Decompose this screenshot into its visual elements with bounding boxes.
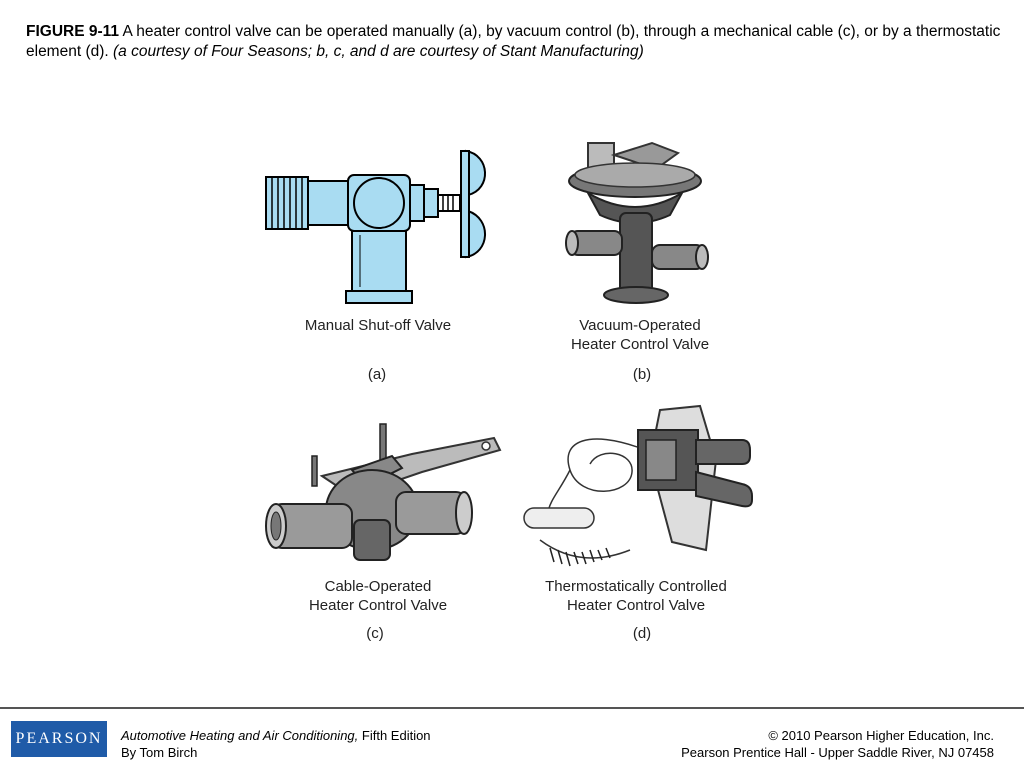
caption-credit: (a courtesy of Four Seasons; b, c, and d… xyxy=(113,43,644,60)
panel-a-letter: (a) xyxy=(367,366,387,383)
figure-caption: FIGURE 9-11 A heater control valve can b… xyxy=(26,22,1001,62)
panel-d-label-line1: Thermostatically Controlled xyxy=(545,578,727,595)
panel-c-image xyxy=(262,420,504,568)
figure-number: FIGURE 9-11 xyxy=(26,23,120,40)
panel-c-letter: (c) xyxy=(366,625,384,642)
copyright-notice: © 2010 Pearson Higher Education, Inc. xyxy=(768,728,994,743)
publisher-address: Pearson Prentice Hall - Upper Saddle Riv… xyxy=(681,745,994,760)
panel-d-image xyxy=(520,400,760,570)
pearson-logo: PEARSON xyxy=(11,721,107,757)
panel-d-label: Thermostatically Controlled Heater Contr… xyxy=(506,577,766,615)
panel-d-letter: (d) xyxy=(632,625,652,642)
book-title: Automotive Heating and Air Conditioning, xyxy=(121,728,359,743)
manual-shutoff-valve-illustration xyxy=(265,149,486,304)
cable-valve-illustration xyxy=(265,423,502,561)
footer: PEARSON Automotive Heating and Air Condi… xyxy=(0,709,1024,768)
panel-b-image xyxy=(560,135,710,305)
book-info: Automotive Heating and Air Conditioning,… xyxy=(121,727,431,761)
panel-b-label-line2: Heater Control Valve xyxy=(570,336,710,353)
thermostatic-valve-illustration xyxy=(523,404,753,567)
panel-c-label-line2: Heater Control Valve xyxy=(308,597,448,614)
book-title-line: Automotive Heating and Air Conditioning,… xyxy=(121,727,431,744)
panel-a-label-line1: Manual Shut-off Valve xyxy=(304,317,452,334)
panel-a-label: Manual Shut-off Valve xyxy=(248,316,508,335)
footer-divider xyxy=(0,707,1024,709)
panel-c-label: Cable-Operated Heater Control Valve xyxy=(248,577,508,615)
panel-c-label-line1: Cable-Operated xyxy=(324,578,432,595)
caption-text: A heater control valve can be operated m… xyxy=(26,23,1001,60)
panel-b-label-line1: Vacuum-Operated xyxy=(579,317,701,334)
panel-b-letter: (b) xyxy=(632,366,652,383)
panel-d-label-line2: Heater Control Valve xyxy=(566,597,706,614)
publisher-info: © 2010 Pearson Higher Education, Inc. Pe… xyxy=(681,727,994,761)
panel-b-label: Vacuum-Operated Heater Control Valve xyxy=(510,316,770,354)
book-author: By Tom Birch xyxy=(121,745,198,760)
book-edition: Fifth Edition xyxy=(358,728,431,743)
panel-a-image xyxy=(262,145,494,305)
vacuum-valve-illustration xyxy=(565,141,709,304)
